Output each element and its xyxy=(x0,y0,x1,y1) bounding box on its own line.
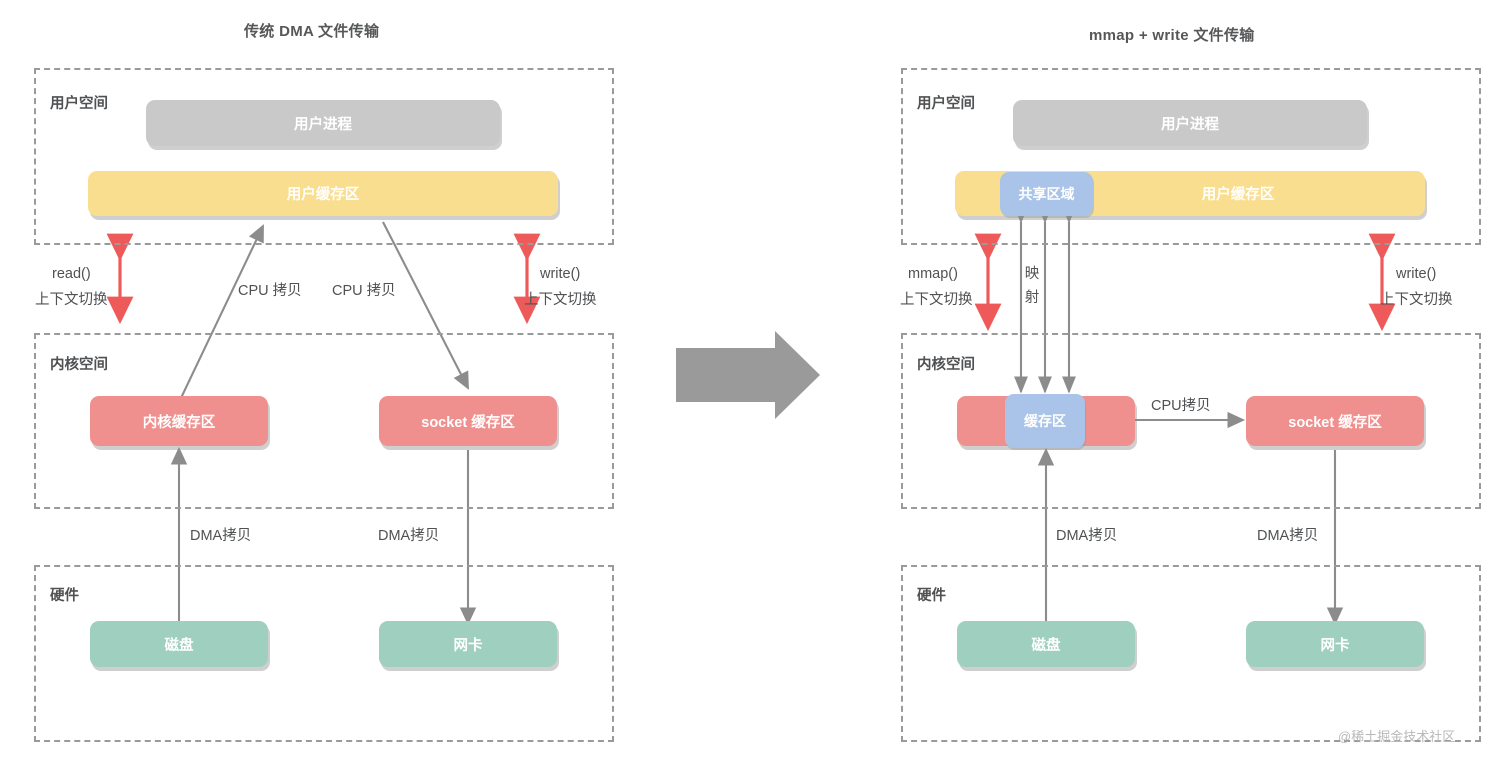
right-cpu-copy-label: CPU拷贝 xyxy=(1151,398,1211,414)
right-user-process-box[interactable]: 用户进程 xyxy=(1013,100,1367,146)
left-user-buffer-box[interactable]: 用户缓存区 xyxy=(88,171,558,216)
left-write-call-label: write() xyxy=(540,266,581,282)
left-user-process-box[interactable]: 用户进程 xyxy=(146,100,500,146)
right-disk-box[interactable]: 磁盘 xyxy=(957,621,1135,667)
right-user-process-text: 用户进程 xyxy=(1161,116,1219,133)
left-write-switch-label: 上下文切换 xyxy=(524,292,597,308)
left-socket-buffer-box[interactable]: socket 缓存区 xyxy=(379,396,557,446)
left-panel-title: 传统 DMA 文件传输 xyxy=(244,23,380,40)
right-mapping-label-line1: 映 xyxy=(1024,266,1040,282)
right-disk-text: 磁盘 xyxy=(1031,637,1061,654)
right-write-switch-label: 上下文切换 xyxy=(1380,292,1453,308)
left-disk-box[interactable]: 磁盘 xyxy=(90,621,268,667)
right-kernel-space-label: 内核空间 xyxy=(917,357,975,373)
left-nic-box[interactable]: 网卡 xyxy=(379,621,557,667)
right-hardware-label: 硬件 xyxy=(917,588,946,604)
right-socket-buffer-text: socket 缓存区 xyxy=(1288,414,1382,431)
right-user-space-label: 用户空间 xyxy=(917,96,975,112)
left-kernel-space-label: 内核空间 xyxy=(50,357,108,373)
right-socket-buffer-box[interactable]: socket 缓存区 xyxy=(1246,396,1424,446)
right-dma-copy-label-2: DMA拷贝 xyxy=(1257,528,1319,544)
left-disk-text: 磁盘 xyxy=(164,637,194,654)
watermark: @稀土掘金技术社区 xyxy=(1338,729,1456,744)
left-read-call-label: read() xyxy=(52,266,91,282)
right-user-buffer-text: 用户缓存区 xyxy=(1201,187,1275,203)
left-kernel-buffer-box[interactable]: 内核缓存区 xyxy=(90,396,268,446)
left-cpu-copy-label-1: CPU 拷贝 xyxy=(238,283,302,299)
right-kernel-space-zone xyxy=(901,333,1481,509)
right-shared-area-text: 共享区域 xyxy=(1018,186,1075,202)
left-read-switch-label: 上下文切换 xyxy=(35,292,108,308)
left-socket-buffer-text: socket 缓存区 xyxy=(421,414,515,431)
left-user-process-text: 用户进程 xyxy=(294,116,352,133)
left-kernel-buffer-text: 内核缓存区 xyxy=(142,414,216,431)
right-kernel-buffer-text: 缓存区 xyxy=(1024,413,1066,429)
right-mmap-switch-label: 上下文切换 xyxy=(900,292,973,308)
right-hardware-zone xyxy=(901,565,1481,742)
right-nic-text: 网卡 xyxy=(1320,637,1350,654)
right-nic-box[interactable]: 网卡 xyxy=(1246,621,1424,667)
left-cpu-copy-label-2: CPU 拷贝 xyxy=(332,283,396,299)
right-panel-title: mmap + write 文件传输 xyxy=(1089,27,1255,44)
left-dma-copy-label-1: DMA拷贝 xyxy=(190,528,252,544)
left-hardware-zone xyxy=(34,565,614,742)
left-dma-copy-label-2: DMA拷贝 xyxy=(378,528,440,544)
right-mmap-call-label: mmap() xyxy=(908,266,958,282)
right-kernel-shared-buffer-box[interactable]: 缓存区 xyxy=(1005,394,1085,448)
right-mapping-label-line2: 射 xyxy=(1024,290,1040,306)
left-user-buffer-text: 用户缓存区 xyxy=(286,187,360,203)
right-user-space-zone xyxy=(901,68,1481,245)
left-hardware-label: 硬件 xyxy=(50,588,79,604)
right-shared-area-box[interactable]: 共享区域 xyxy=(1000,172,1093,216)
left-kernel-space-zone xyxy=(34,333,614,509)
right-dma-copy-label-1: DMA拷贝 xyxy=(1056,528,1118,544)
left-nic-text: 网卡 xyxy=(453,637,483,654)
left-user-space-label: 用户空间 xyxy=(50,96,108,112)
transition-arrow xyxy=(676,331,820,419)
right-write-call-label: write() xyxy=(1396,266,1437,282)
left-user-space-zone xyxy=(34,68,614,245)
